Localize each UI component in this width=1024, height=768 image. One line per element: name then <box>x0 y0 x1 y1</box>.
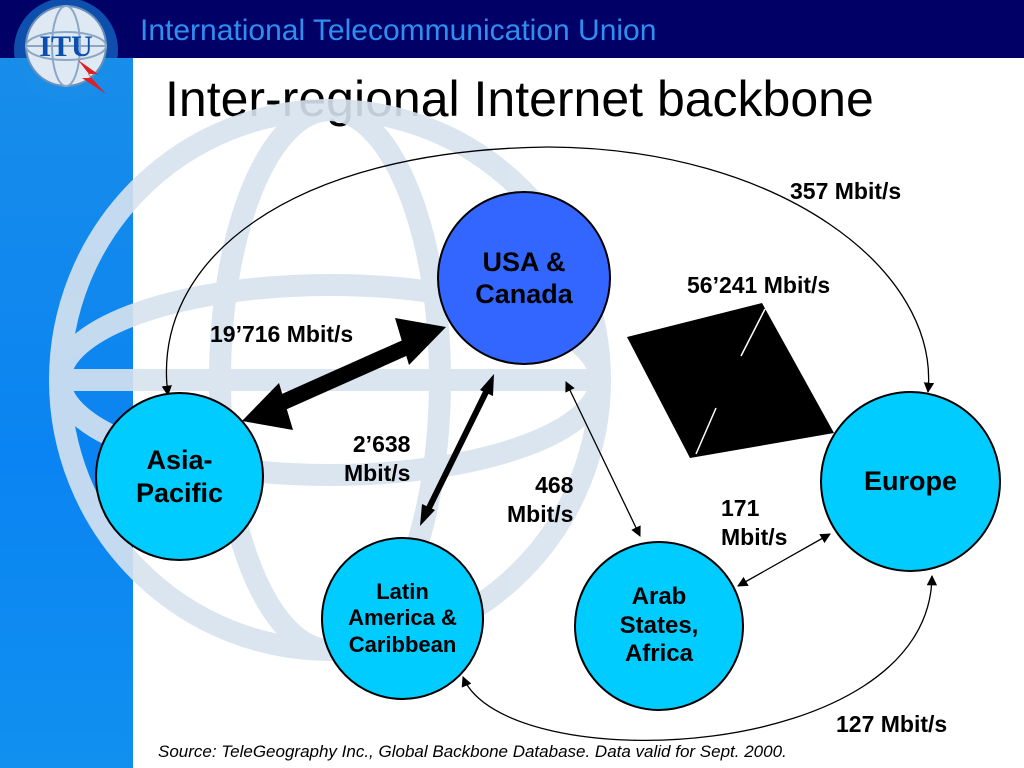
label-asia-europe: 357 Mbit/s <box>790 178 902 204</box>
node-usa-canada: USA &Canada <box>437 191 611 365</box>
link-usa-asia <box>242 318 446 430</box>
organization-name: International Telecommunication Union <box>140 14 657 47</box>
label-usa-asia: 19’716 Mbit/s <box>210 321 354 347</box>
label-latin-europe: 127 Mbit/s <box>836 711 948 737</box>
node-europe: Europe <box>820 391 1001 572</box>
itu-logo-text: ITU <box>39 30 92 63</box>
itu-logo: ITU <box>14 0 118 102</box>
link-usa-europe <box>627 303 834 458</box>
link-arab-europe <box>737 533 831 587</box>
node-asia-pacific-label: Asia-Pacific <box>135 445 224 508</box>
node-europe-label: Europe <box>863 466 957 497</box>
link-usa-latin <box>423 384 492 516</box>
node-asia-pacific: Asia-Pacific <box>95 392 264 561</box>
link-latin-europe <box>461 574 938 741</box>
label-usa-europe: 56’241 Mbit/s <box>687 272 831 298</box>
source-note: Source: TeleGeography Inc., Global Backb… <box>158 742 787 761</box>
link-usa-arab <box>565 381 641 537</box>
header-bar <box>0 0 1024 58</box>
link-asia-europe <box>161 146 935 397</box>
node-usa-canada-label: USA &Canada <box>475 246 573 309</box>
